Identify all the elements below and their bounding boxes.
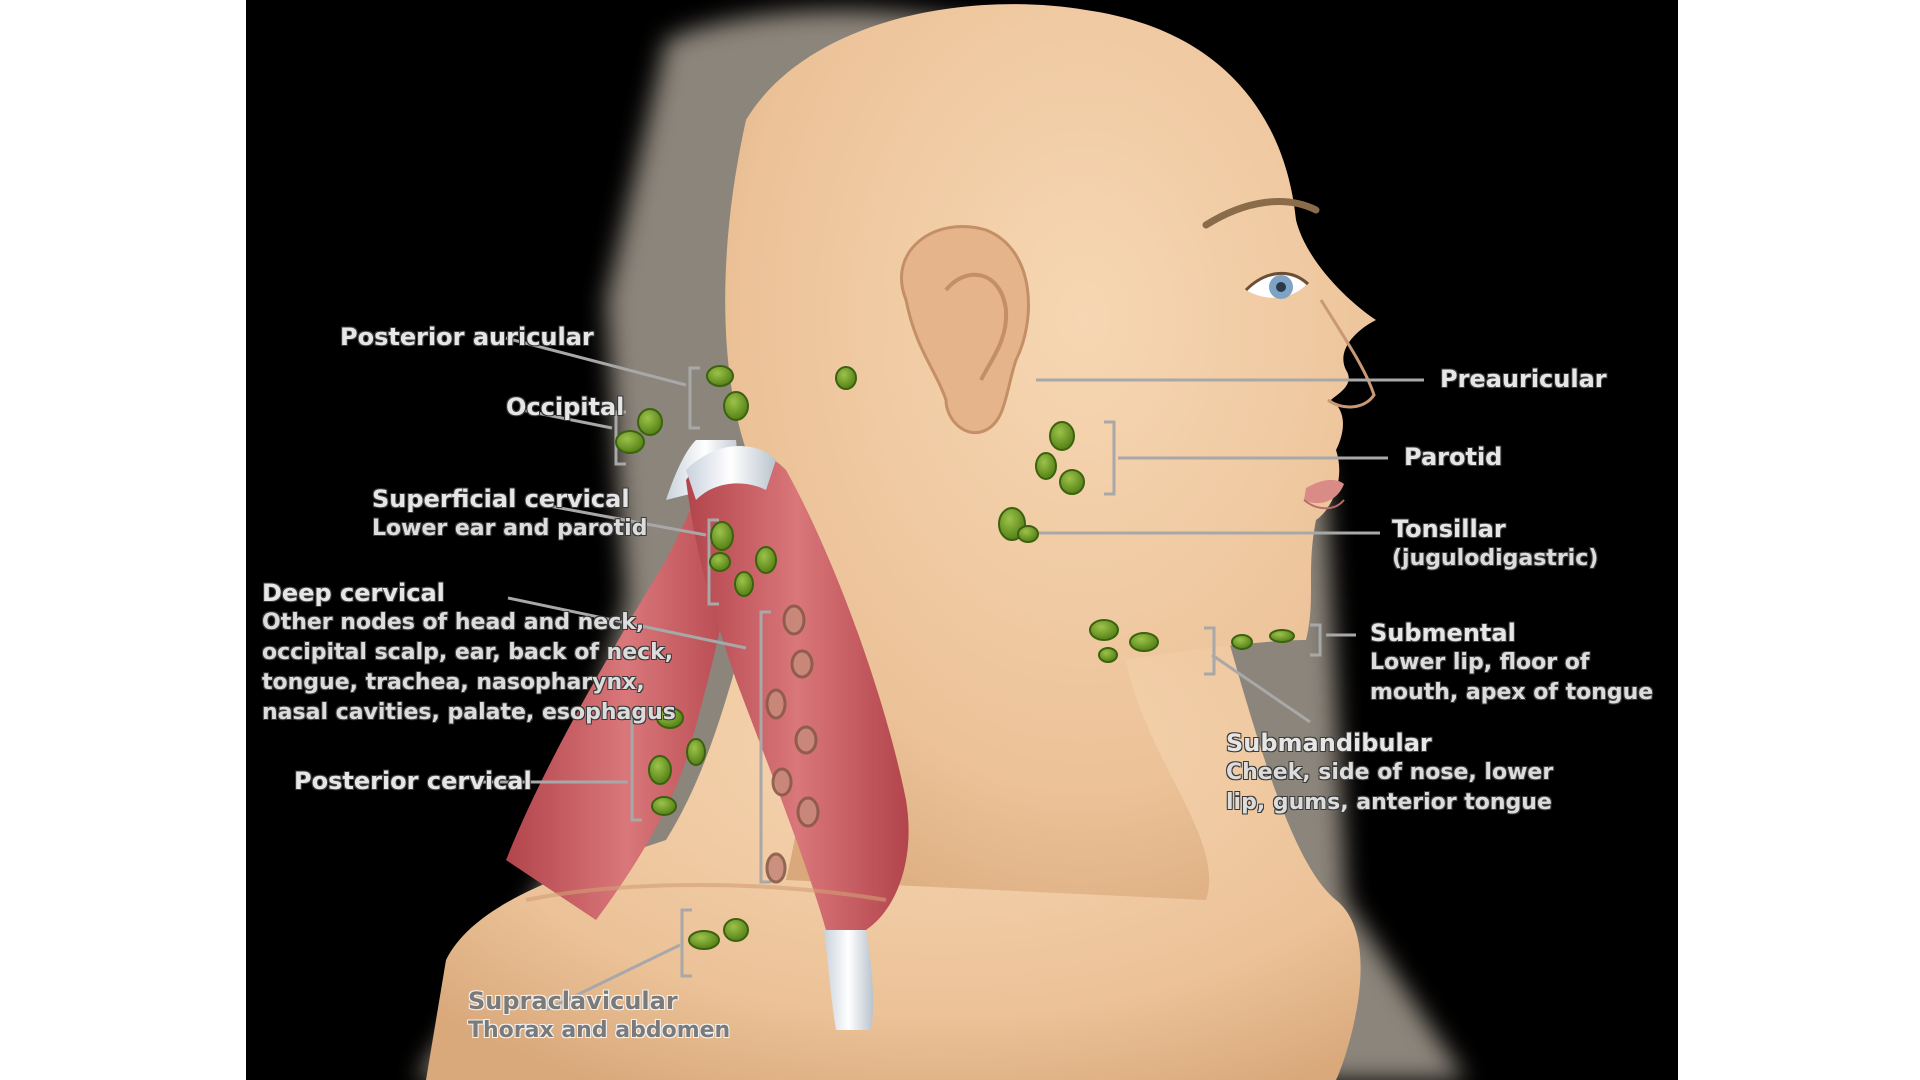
label-parotid: Parotid xyxy=(1404,443,1503,471)
deep-cervical-desc-line: nasal cavities, palate, esophagus xyxy=(262,700,676,725)
label-submental: Submental Lower lip, floor of mouth, ape… xyxy=(1370,618,1653,708)
label-supraclavicular: Supraclavicular Thorax and abdomen xyxy=(468,986,730,1046)
sternocleidomastoid-muscle xyxy=(686,448,909,930)
submental-desc-line: Lower lip, floor of xyxy=(1370,650,1590,675)
trapezius-muscle xyxy=(506,470,746,920)
eyebrow xyxy=(1202,198,1320,229)
label-preauricular: Preauricular xyxy=(1440,365,1607,393)
label-occipital: Occipital xyxy=(506,393,625,421)
submental-title: Submental xyxy=(1370,619,1516,647)
submental-desc-line: mouth, apex of tongue xyxy=(1370,680,1654,705)
head-neck-illustration xyxy=(416,4,1466,1080)
head xyxy=(725,4,1376,900)
lymph-nodes xyxy=(615,365,1295,950)
ear xyxy=(899,225,1030,435)
superficial-cervical-desc: Lower ear and parotid xyxy=(372,516,648,541)
deep-cervical-nodes xyxy=(765,604,820,884)
deep-cervical-desc-line: tongue, trachea, nasopharynx, xyxy=(262,670,645,695)
submandibular-desc-line: lip, gums, anterior tongue xyxy=(1226,790,1552,815)
leader-lines xyxy=(471,336,1424,1012)
submandibular-desc-line: Cheek, side of nose, lower xyxy=(1226,760,1554,785)
tonsillar-desc: (jugulodigastric) xyxy=(1392,546,1599,571)
nose xyxy=(1319,299,1376,409)
supraclavicular-title: Supraclavicular xyxy=(468,987,678,1015)
supraclavicular-desc: Thorax and abdomen xyxy=(468,1018,731,1043)
label-tonsillar: Tonsillar (jugulodigastric) xyxy=(1392,514,1598,574)
lips xyxy=(1304,479,1344,504)
submandibular-title: Submandibular xyxy=(1226,729,1432,757)
superficial-cervical-title: Superficial cervical xyxy=(372,485,630,513)
label-deep-cervical: Deep cervical Other nodes of head and ne… xyxy=(262,578,676,728)
deep-cervical-title: Deep cervical xyxy=(262,579,445,607)
label-posterior-cervical: Posterior cervical xyxy=(294,767,532,795)
label-posterior-auricular: Posterior auricular xyxy=(340,323,594,351)
label-superficial-cervical: Superficial cervical Lower ear and parot… xyxy=(372,484,647,544)
deep-cervical-desc-line: occipital scalp, ear, back of neck, xyxy=(262,640,674,665)
deep-cervical-desc-line: Other nodes of head and neck, xyxy=(262,610,645,635)
lymph-node-diagram: Posterior auricular Occipital Superficia… xyxy=(246,0,1678,1080)
label-submandibular: Submandibular Cheek, side of nose, lower… xyxy=(1226,728,1553,818)
tonsillar-title: Tonsillar xyxy=(1392,515,1506,543)
